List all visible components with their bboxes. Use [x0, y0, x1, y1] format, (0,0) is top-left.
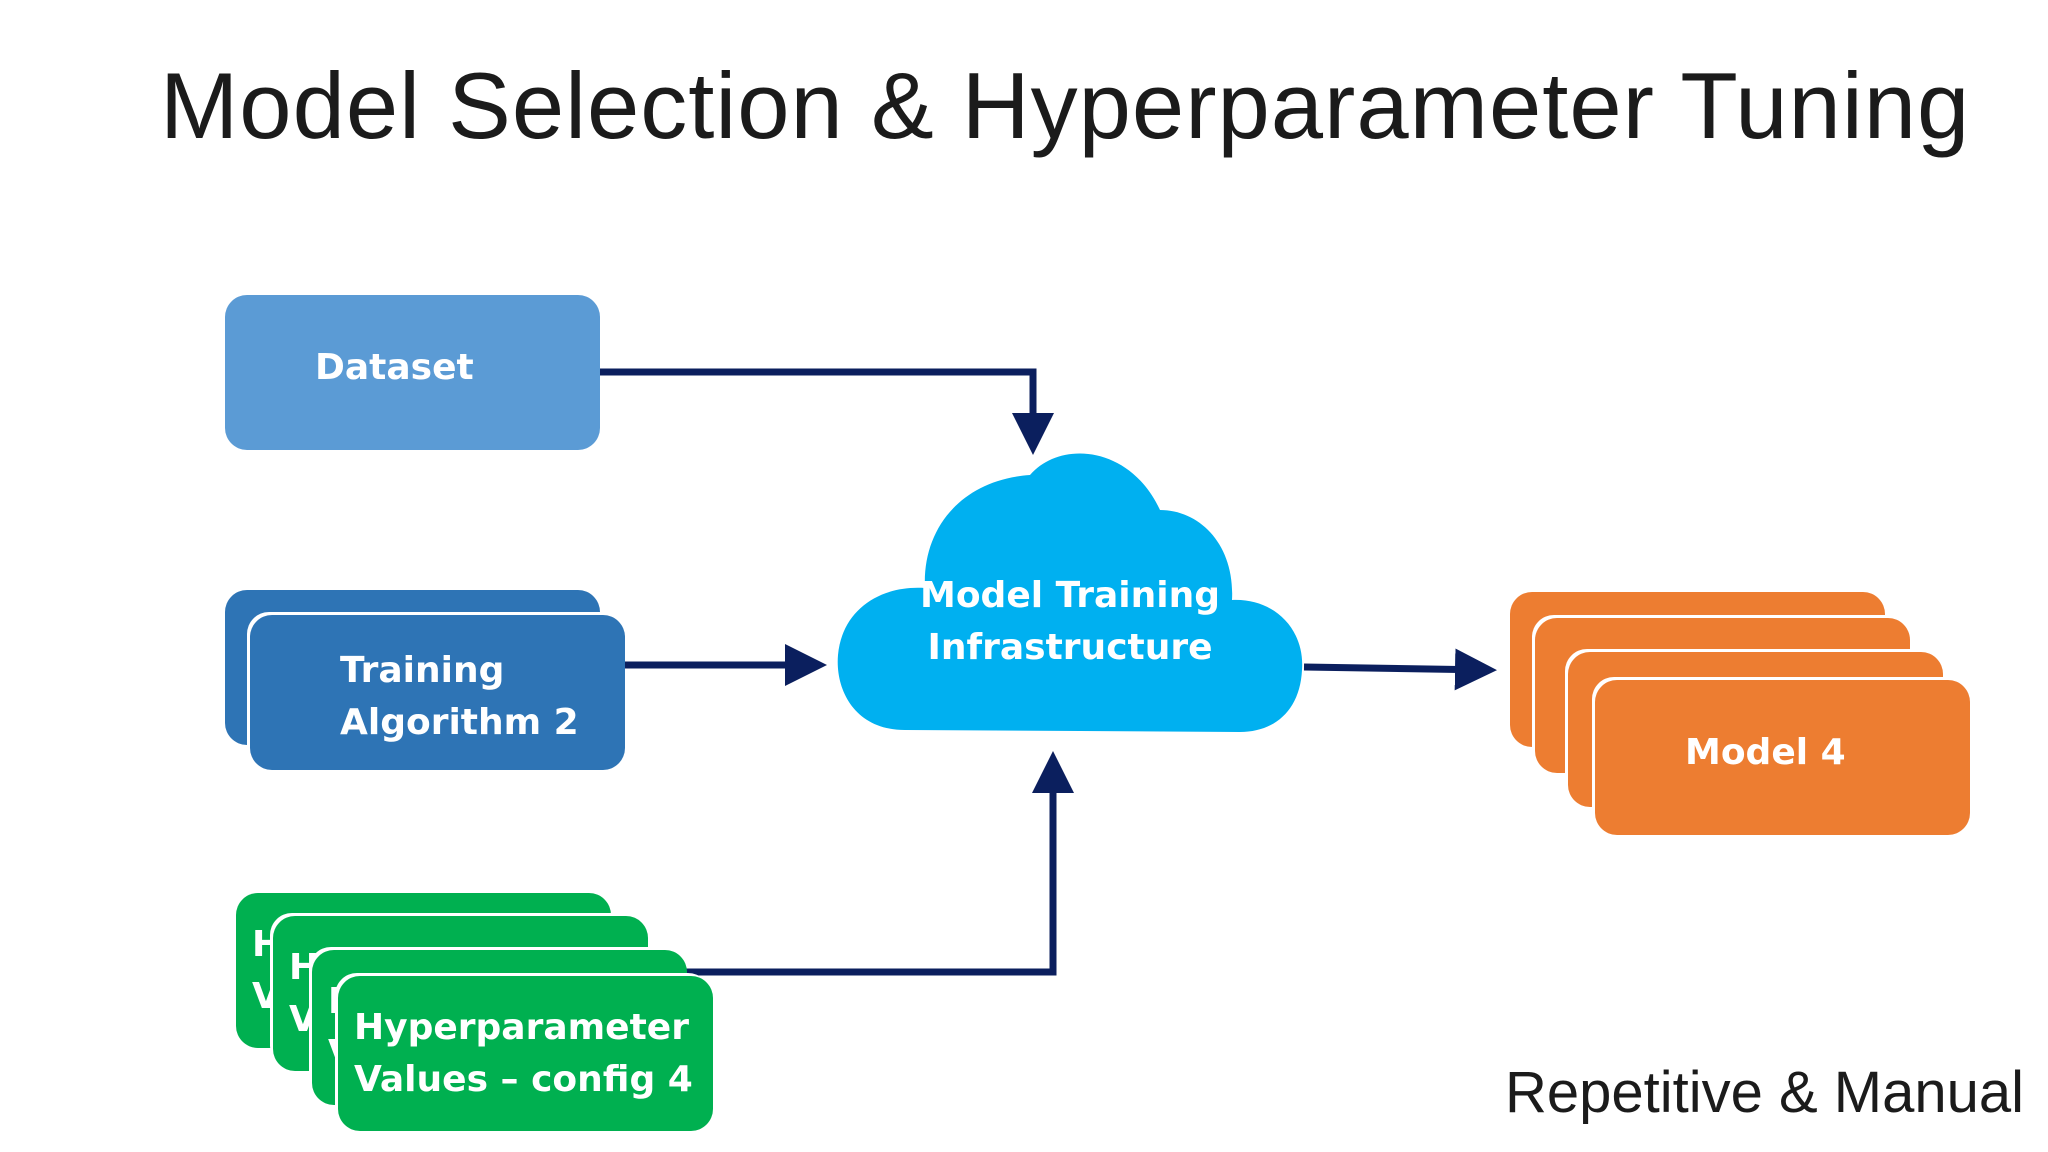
model-node-4: Model 4 — [1595, 680, 1970, 835]
hyperparameter-label-4-line1: Hyperparameter — [354, 1007, 689, 1048]
algorithm-label-line1: Training — [340, 650, 505, 691]
algorithm-label: Training Algorithm 2 — [340, 645, 579, 749]
hyperparameter-node-4: Hyperparameter Values – config 4 — [338, 976, 713, 1131]
arrow-hyperparameters-to-infrastructure — [680, 751, 1074, 976]
model-label: Model 4 — [1685, 732, 1846, 773]
infrastructure-label: Model Training Infrastructure — [880, 570, 1260, 674]
hyperparameter-label-4-line2: Values – config 4 — [354, 1059, 693, 1100]
arrow-dataset-to-infrastructure — [600, 368, 1054, 455]
arrow-infrastructure-to-model — [1303, 648, 1497, 691]
dataset-node: Dataset — [225, 295, 600, 450]
cloud-body — [837, 453, 1303, 732]
dataset-label: Dataset — [315, 347, 474, 388]
hyperparameter-label-4: Hyperparameter Values – config 4 — [354, 1002, 709, 1106]
cloud-shape — [837, 453, 1303, 732]
infrastructure-label-line2: Infrastructure — [927, 627, 1213, 668]
algorithm-node-front: Training Algorithm 2 — [250, 615, 625, 770]
infrastructure-label-line1: Model Training — [920, 575, 1220, 616]
algorithm-label-line2: Algorithm 2 — [340, 702, 579, 743]
footer-note: Repetitive & Manual — [1504, 1060, 2024, 1125]
slide-title: Model Selection & Hyperparameter Tuning — [160, 53, 1971, 158]
